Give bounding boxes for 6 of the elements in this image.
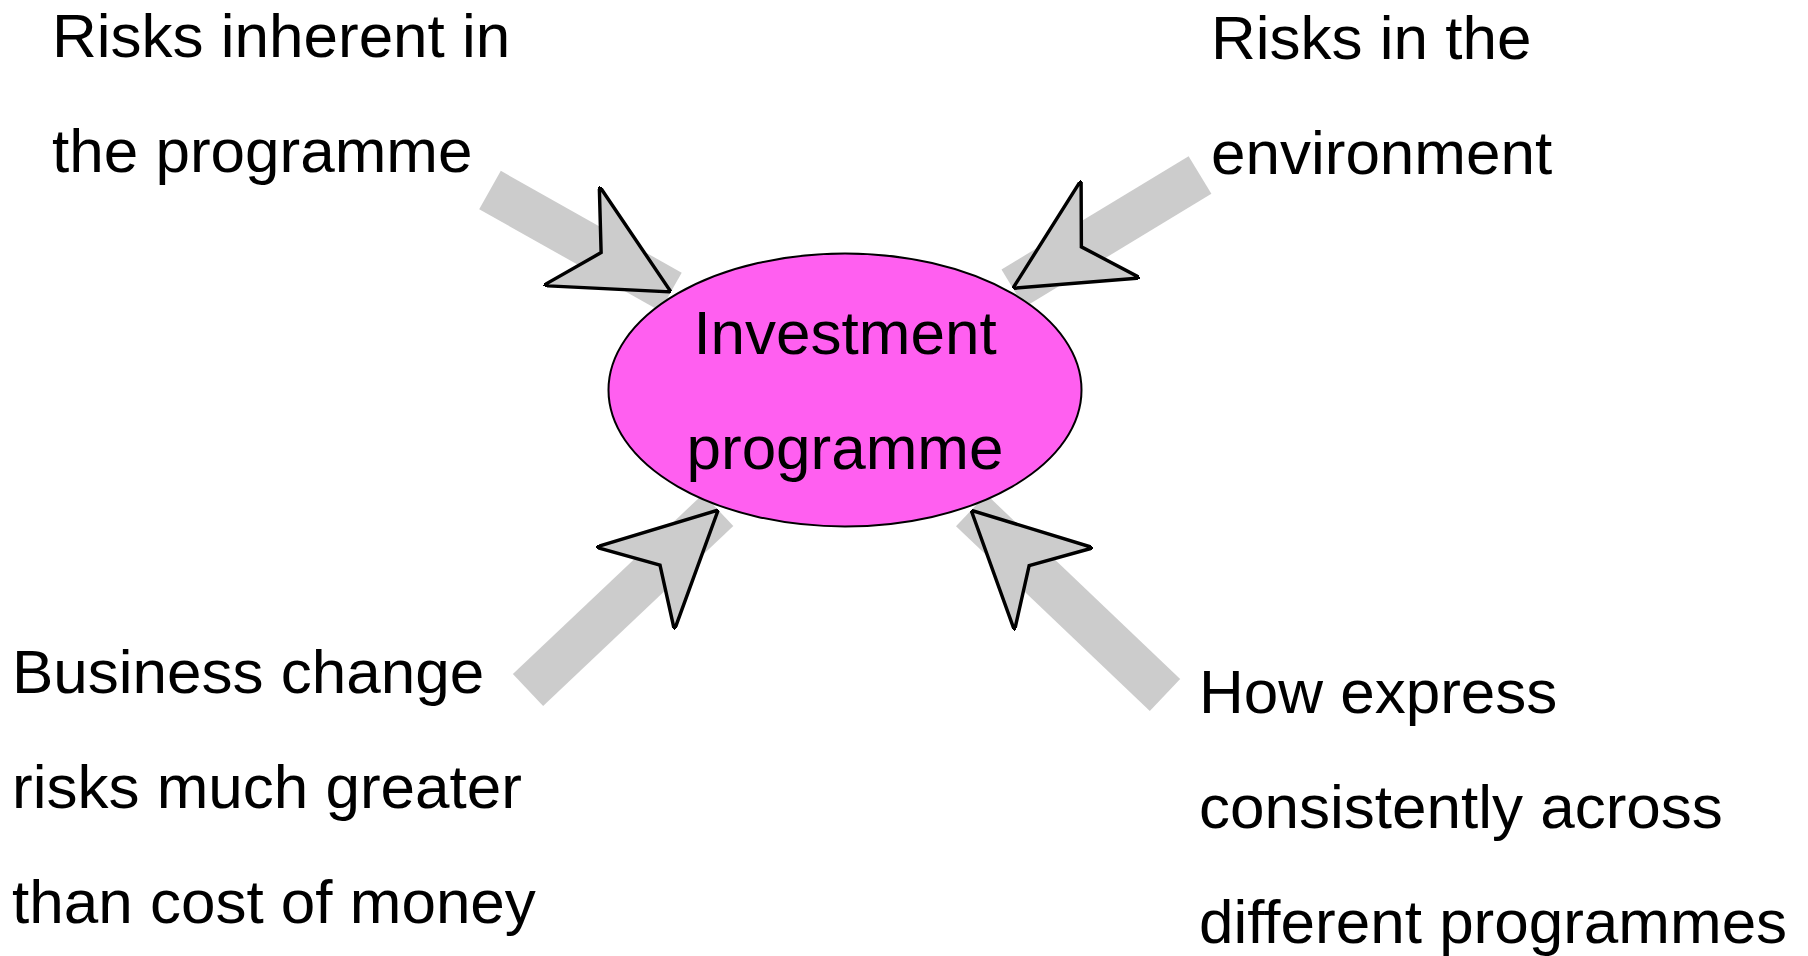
risk-text: Risks inherent in the programme: [52, 0, 552, 208]
risk-text: Business change risks much greater than cost of money: [12, 614, 612, 956]
node-title: Investment programme: [685, 297, 1005, 484]
risk-text: Risks in the environment: [1211, 0, 1591, 210]
process-ellipse: [607, 252, 1083, 528]
risk-text: How express consistently across different programmes: [1199, 634, 1808, 956]
